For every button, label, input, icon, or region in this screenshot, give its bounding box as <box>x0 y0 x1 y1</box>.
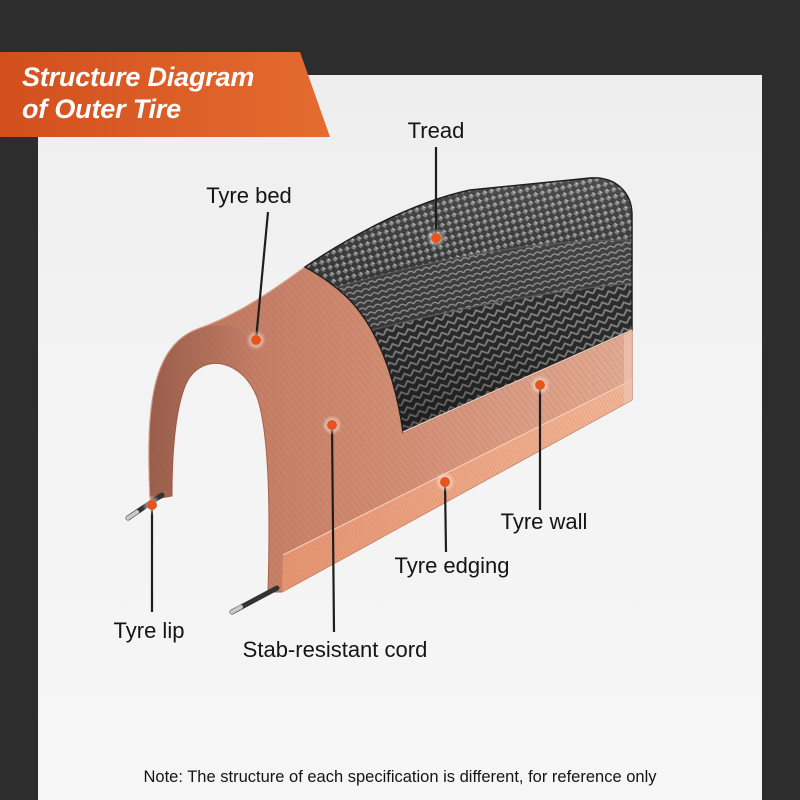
bead-wire-right <box>229 585 280 615</box>
stab-resistant-cord-marker-dot <box>322 415 342 435</box>
banner-title-line-1: Structure Diagram <box>22 62 255 92</box>
stab-resistant-cord-leader-line <box>330 424 336 633</box>
tyre-wall-marker-dot <box>530 375 550 395</box>
tread-label: Tread <box>408 118 465 143</box>
tyre-wall-label: Tyre wall <box>501 509 588 534</box>
title-banner: Structure Diagram of Outer Tire <box>0 52 330 137</box>
tire-back-face <box>624 330 632 404</box>
stab-resistant-cord-label: Stab-resistant cord <box>243 637 428 662</box>
tyre-lip-marker-dot <box>142 495 162 515</box>
tyre-bed-leader-line <box>254 211 270 341</box>
tire-edging-band <box>282 379 633 592</box>
tyre-bed-label: Tyre bed <box>206 183 292 208</box>
footnote: Note: The structure of each specificatio… <box>144 768 658 786</box>
tire-tread <box>303 177 633 434</box>
tyre-lip-label: Tyre lip <box>114 618 185 643</box>
tyre-edging-leader-line <box>443 481 448 553</box>
tyre-edging-label: Tyre edging <box>395 553 510 578</box>
tyre-bed-marker-dot <box>246 330 266 350</box>
tread-marker-dot <box>426 228 446 248</box>
banner-title-line-2: of Outer Tire <box>22 94 181 124</box>
tyre-edging-marker-dot <box>435 472 455 492</box>
